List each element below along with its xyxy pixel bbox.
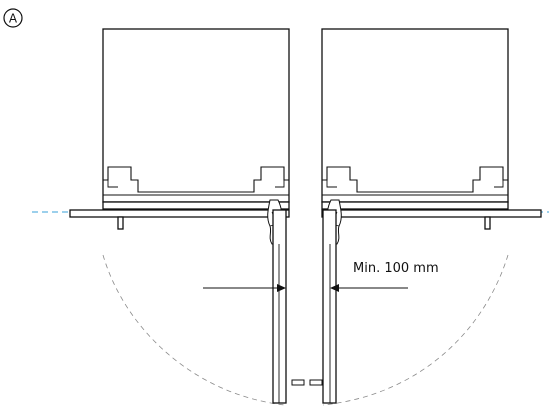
left-foot <box>117 216 124 230</box>
left-door-outer <box>272 209 287 404</box>
left-hinge-block-detail-a <box>107 180 118 188</box>
right-door-handle <box>309 379 323 386</box>
right-hinge-block-detail-a <box>326 180 337 188</box>
dimension-marker <box>203 284 408 292</box>
left-door-handle <box>291 379 305 386</box>
left-hinge-block-detail-b <box>275 180 285 188</box>
right-door-outer <box>322 209 337 404</box>
right-hinge-block-detail-b <box>494 180 504 188</box>
dimension-arrow-left-head <box>277 284 286 292</box>
right-plinth-bottom <box>321 209 542 218</box>
door-swing-arc-left <box>102 254 286 406</box>
dimension-label: Min. 100 mm <box>353 261 439 276</box>
left-plinth-top <box>102 201 290 210</box>
door-swing-arc-right <box>322 254 509 406</box>
left-plinth-bottom <box>69 209 290 218</box>
left-appliance <box>69 28 305 404</box>
figure-label: A <box>3 8 23 28</box>
figure-label-circle <box>3 8 23 28</box>
dimension-arrow-right-head <box>330 284 339 292</box>
right-plinth-top <box>321 201 509 210</box>
left-base-profile <box>103 166 289 193</box>
figure-label-text: A <box>9 12 18 26</box>
right-appliance <box>309 28 542 404</box>
right-base-profile <box>322 166 508 193</box>
left-cabinet-body <box>102 28 290 203</box>
right-foot <box>484 216 491 230</box>
